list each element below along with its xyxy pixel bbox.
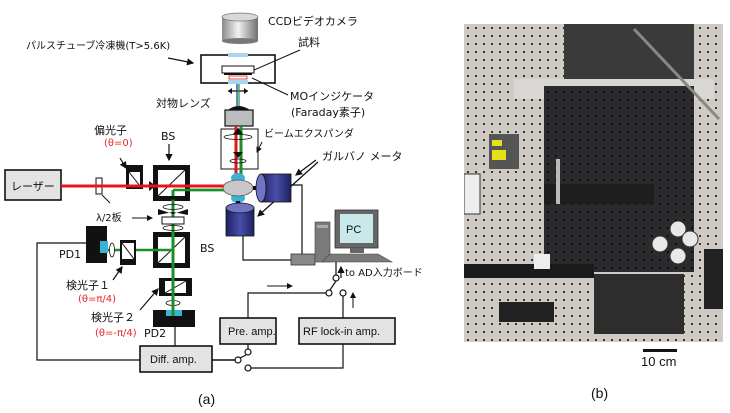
switch-contact-preamp <box>325 289 333 297</box>
setup-diagram: CCDビデオカメラ パルスチューブ冷凍機(T>5.6K) 試料 MOインジケータ… <box>4 12 423 407</box>
switch-pivot <box>234 356 242 364</box>
bs-top-label: BS <box>161 130 175 143</box>
rf-lockin-label: RF lock-in amp. <box>303 326 380 338</box>
optical-table-photo <box>464 24 723 342</box>
ccd-camera-icon <box>221 12 259 44</box>
translation-arrow-icon <box>228 88 248 94</box>
bs-bottom-label: BS <box>200 242 214 255</box>
polarizer-icon <box>126 165 143 189</box>
mo-indicator-label: MOインジケータ <box>290 90 374 103</box>
pd2-label: PD2 <box>144 327 166 340</box>
cryostat-label: パルスチューブ冷凍機(T>5.6K) <box>26 39 170 52</box>
laser-label: レーザー <box>11 180 55 193</box>
polarizer-label: 偏光子 <box>94 123 127 137</box>
analyzer2-angle: (θ=-π/4) <box>95 328 137 339</box>
pc-icon <box>314 209 394 263</box>
rf-lockin-box <box>298 317 396 345</box>
pd1-detector-icon <box>86 226 108 263</box>
to-ad-board-label: to AD入力ボード <box>345 266 423 279</box>
bottom-window <box>228 80 248 84</box>
ccd-camera-label: CCDビデオカメラ <box>268 14 358 28</box>
panel-b-caption: (b) <box>591 385 609 401</box>
mo-indicator-icon <box>228 75 248 80</box>
sample-icon <box>221 65 255 74</box>
pd1-label: PD1 <box>59 248 81 261</box>
half-wave-plate-label: λ/2板 <box>96 211 122 224</box>
beam-expander-label: ビームエクスパンダ <box>264 127 354 140</box>
pre-amp-label: Pre. amp. <box>228 326 276 338</box>
top-window <box>228 53 248 57</box>
polarizer-angle: (θ=0) <box>104 138 133 149</box>
analyzer2-label: 検光子２ <box>91 310 135 324</box>
laser-box <box>4 169 62 201</box>
galvanometer-x-icon <box>255 173 292 203</box>
analyzer1-icon <box>120 240 136 265</box>
diff-amp-label: Diff. amp. <box>150 354 197 366</box>
faraday-label: (Faraday素子) <box>291 106 365 119</box>
analyzer2-icon <box>159 278 192 296</box>
sample-label: 試料 <box>298 35 320 49</box>
analyzer1-angle: (θ=π/4) <box>78 294 116 305</box>
diff-amp-box <box>139 345 213 373</box>
objective-lens-icon <box>224 106 254 127</box>
interface-box <box>290 253 316 266</box>
pc-label: PC <box>346 224 361 236</box>
pre-amp-box <box>219 317 277 345</box>
galvanometer-label: ガルバノ メータ <box>322 150 403 163</box>
scale-bar-label: 10 cm <box>641 354 677 369</box>
objective-lens-label: 対物レンズ <box>156 96 211 110</box>
cryostat-arrow <box>167 57 195 66</box>
panel-a-caption: (a) <box>198 391 215 407</box>
galvanometer-y-icon <box>225 202 255 237</box>
switch-contact-lockin <box>339 289 347 297</box>
scale-bar <box>643 349 677 352</box>
analyzer1-label: 検光子１ <box>66 278 110 292</box>
